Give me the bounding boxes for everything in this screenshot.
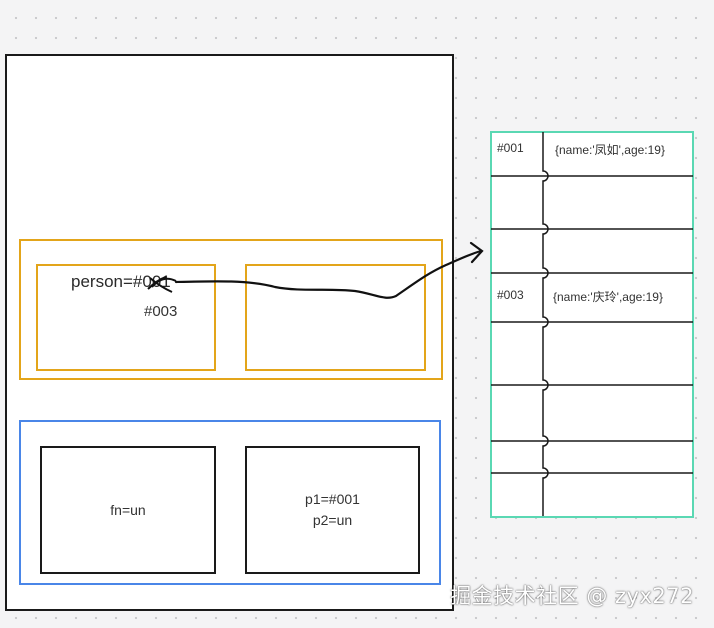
strike-scribble [147, 276, 177, 293]
fn-variable-box [40, 446, 216, 574]
heap-value-003: {name:'庆玲',age:19} [553, 290, 663, 304]
p2-label: p2=un [312, 512, 353, 528]
p1-label: p1=#001 [305, 491, 360, 507]
heap-memory-table [490, 131, 694, 518]
empty-variable-box [245, 264, 426, 371]
heap-address-001: #001 [497, 141, 524, 155]
function-scope-box [19, 420, 441, 585]
heap-address-003: #003 [497, 288, 524, 302]
params-variable-box [245, 446, 420, 574]
heap-row-dividers [491, 175, 693, 474]
new-address-label: #003 [144, 303, 178, 320]
reference-arrow [174, 249, 483, 299]
fn-label: fn=un [110, 502, 146, 518]
outer-scope-box [19, 239, 443, 380]
person-label: person=#001 [71, 272, 171, 291]
heap-value-001: {name:'凤如',age:19} [555, 143, 665, 157]
person-variable-box [36, 264, 216, 371]
arrow-head-icon [469, 241, 484, 264]
heap-column-divider [542, 132, 549, 516]
watermark: 掘金技术社区 @ zyx272 [450, 584, 694, 608]
